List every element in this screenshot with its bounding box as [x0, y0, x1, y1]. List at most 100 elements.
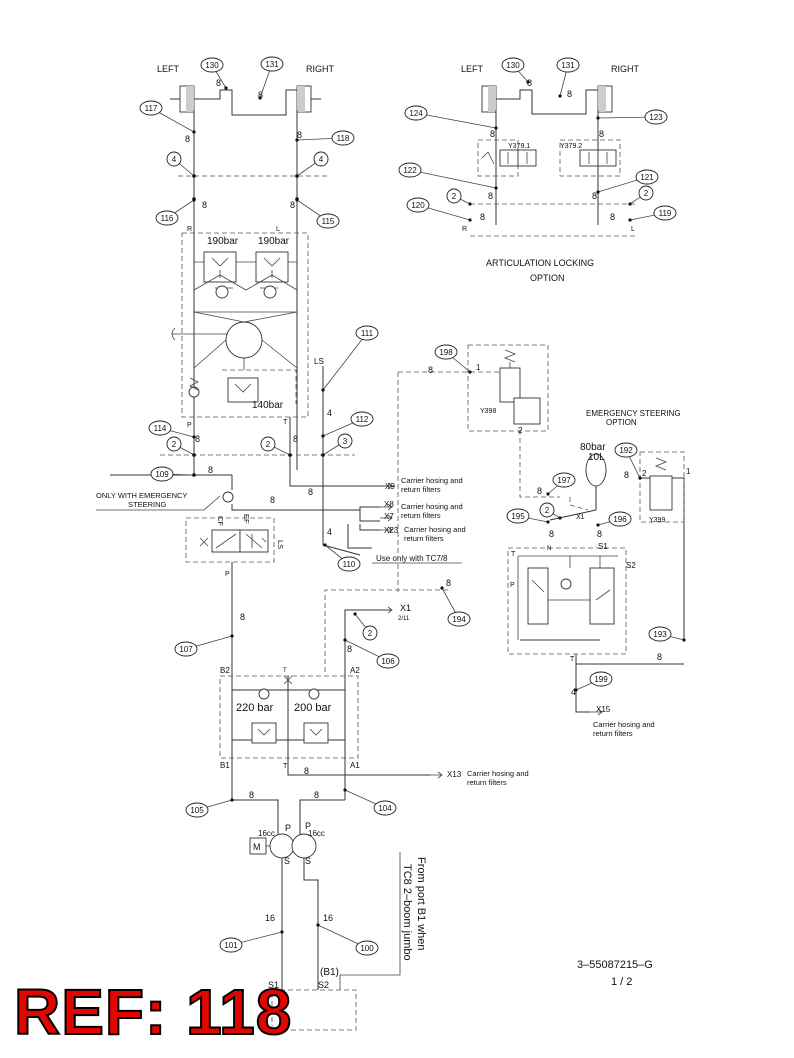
port-x1b: X1: [576, 514, 585, 521]
leader-dot: [596, 523, 600, 527]
note-carrier: Carrier hosing and: [401, 476, 463, 485]
line-size: 8: [610, 212, 615, 222]
bubble-number: 2: [545, 506, 550, 515]
bubble-outline: [313, 151, 329, 167]
bubble-number: 192: [619, 446, 633, 455]
bubble-outline: [166, 151, 182, 167]
bubble-number: 4: [319, 155, 324, 164]
bubble-number: 2: [266, 440, 271, 449]
pressure-220: 220 bar: [236, 702, 274, 714]
port-p-em: P: [510, 582, 515, 589]
note-from-port: TC8 2–boom jumbo: [401, 864, 413, 961]
port-ls2: LS: [276, 540, 285, 549]
bubble-outline: [200, 57, 224, 73]
leader-dot: [192, 198, 196, 202]
leader-dot: [468, 218, 472, 222]
leader-dot: [468, 202, 472, 206]
line-size: 8: [567, 89, 572, 99]
pressure-140: 140bar: [252, 400, 284, 411]
bubble-number: 118: [337, 134, 350, 143]
bubble-outline: [373, 800, 397, 816]
bubble-number: 2: [368, 629, 373, 638]
line-size: 8: [216, 78, 221, 88]
port-x9: X9: [385, 482, 395, 491]
port-ef: EF: [242, 514, 251, 524]
leader-dot: [682, 638, 686, 642]
bubble-number: 120: [411, 201, 425, 210]
line-size: 8: [428, 365, 433, 375]
pumps: [232, 799, 401, 1031]
port-s1-em: S1: [598, 542, 608, 551]
title-articulation: ARTICULATION LOCKING: [486, 258, 594, 268]
bubble-number: 121: [640, 173, 654, 182]
ref-bubble: 192: [614, 442, 642, 480]
ref-bubble: 109: [150, 466, 196, 482]
bubble-number: 100: [360, 944, 374, 953]
ref-bubble: 120: [406, 197, 472, 222]
bubble-outline: [148, 420, 172, 436]
line-size: 8: [592, 191, 597, 201]
leader-dot: [494, 126, 498, 130]
note-carrier: return filters: [401, 485, 441, 494]
line-size: 8: [208, 465, 213, 475]
bubble-outline: [260, 56, 284, 72]
leader-dot: [638, 476, 642, 480]
bubble-number: 197: [557, 476, 571, 485]
port-r: R: [187, 226, 192, 233]
pump-port-s: S: [284, 856, 290, 866]
port-l2: L: [631, 226, 635, 233]
pump-port-p: P: [285, 823, 291, 833]
pump-displacement-2: 16cc: [308, 829, 325, 838]
label-left-art: LEFT: [461, 64, 484, 74]
bubble-number: 107: [179, 645, 193, 654]
ref-bubble: 106: [343, 638, 400, 669]
port-l: L: [276, 226, 280, 233]
line-size: 4: [327, 408, 332, 418]
leader-dot: [353, 612, 357, 616]
valve-y379-1: Y379.1: [508, 143, 530, 150]
bubble-outline: [501, 57, 525, 73]
port-ls: LS: [314, 357, 324, 366]
leader-dot: [323, 543, 327, 547]
bubble-number: 101: [224, 941, 238, 950]
bubble-outline: [174, 641, 198, 657]
port-x15: X15: [596, 705, 611, 714]
leader-dot: [192, 473, 196, 477]
line-size: 8: [549, 529, 554, 539]
bubble-number: 193: [653, 630, 667, 639]
ref-bubble: 196: [596, 511, 632, 527]
motor-label: M: [253, 842, 261, 852]
pressure-200: 200 bar: [294, 702, 332, 714]
bubble-number: 123: [649, 113, 663, 122]
valve-y399: Y399: [649, 517, 665, 524]
ref-bubble: 3: [321, 433, 353, 457]
leader-dot: [288, 453, 292, 457]
valve-y379-2: Y379.2: [560, 143, 582, 150]
port-r2: R: [462, 226, 467, 233]
ref-bubble: 104: [343, 788, 397, 816]
line-size: 8: [290, 200, 295, 210]
ref-bubble: 194: [440, 586, 471, 627]
note-carrier: Carrier hosing and: [401, 502, 463, 511]
port-x1-sub: 2/11: [398, 616, 410, 622]
bubble-number: 110: [343, 560, 356, 569]
port-t-em: T: [511, 551, 516, 558]
leader-line: [322, 332, 368, 391]
bubble-number: 115: [322, 217, 335, 226]
leader-dot: [321, 453, 325, 457]
port-1: 1: [686, 467, 691, 476]
note-carrier: return filters: [401, 511, 441, 520]
bubble-number: 2: [172, 440, 177, 449]
ref-bubble: 107: [174, 634, 234, 657]
ref-bubble: 4: [295, 151, 329, 178]
line-size: 8: [537, 486, 542, 496]
ref-bubble: 111: [321, 325, 379, 392]
leader-dot: [628, 202, 632, 206]
bubble-number: 199: [594, 675, 608, 684]
leader-dot: [526, 80, 530, 84]
port-s2-em: S2: [626, 561, 636, 570]
ref-bubble: 105: [185, 798, 234, 818]
pump-relief-block: [219, 675, 359, 800]
leader-dot: [468, 370, 472, 374]
